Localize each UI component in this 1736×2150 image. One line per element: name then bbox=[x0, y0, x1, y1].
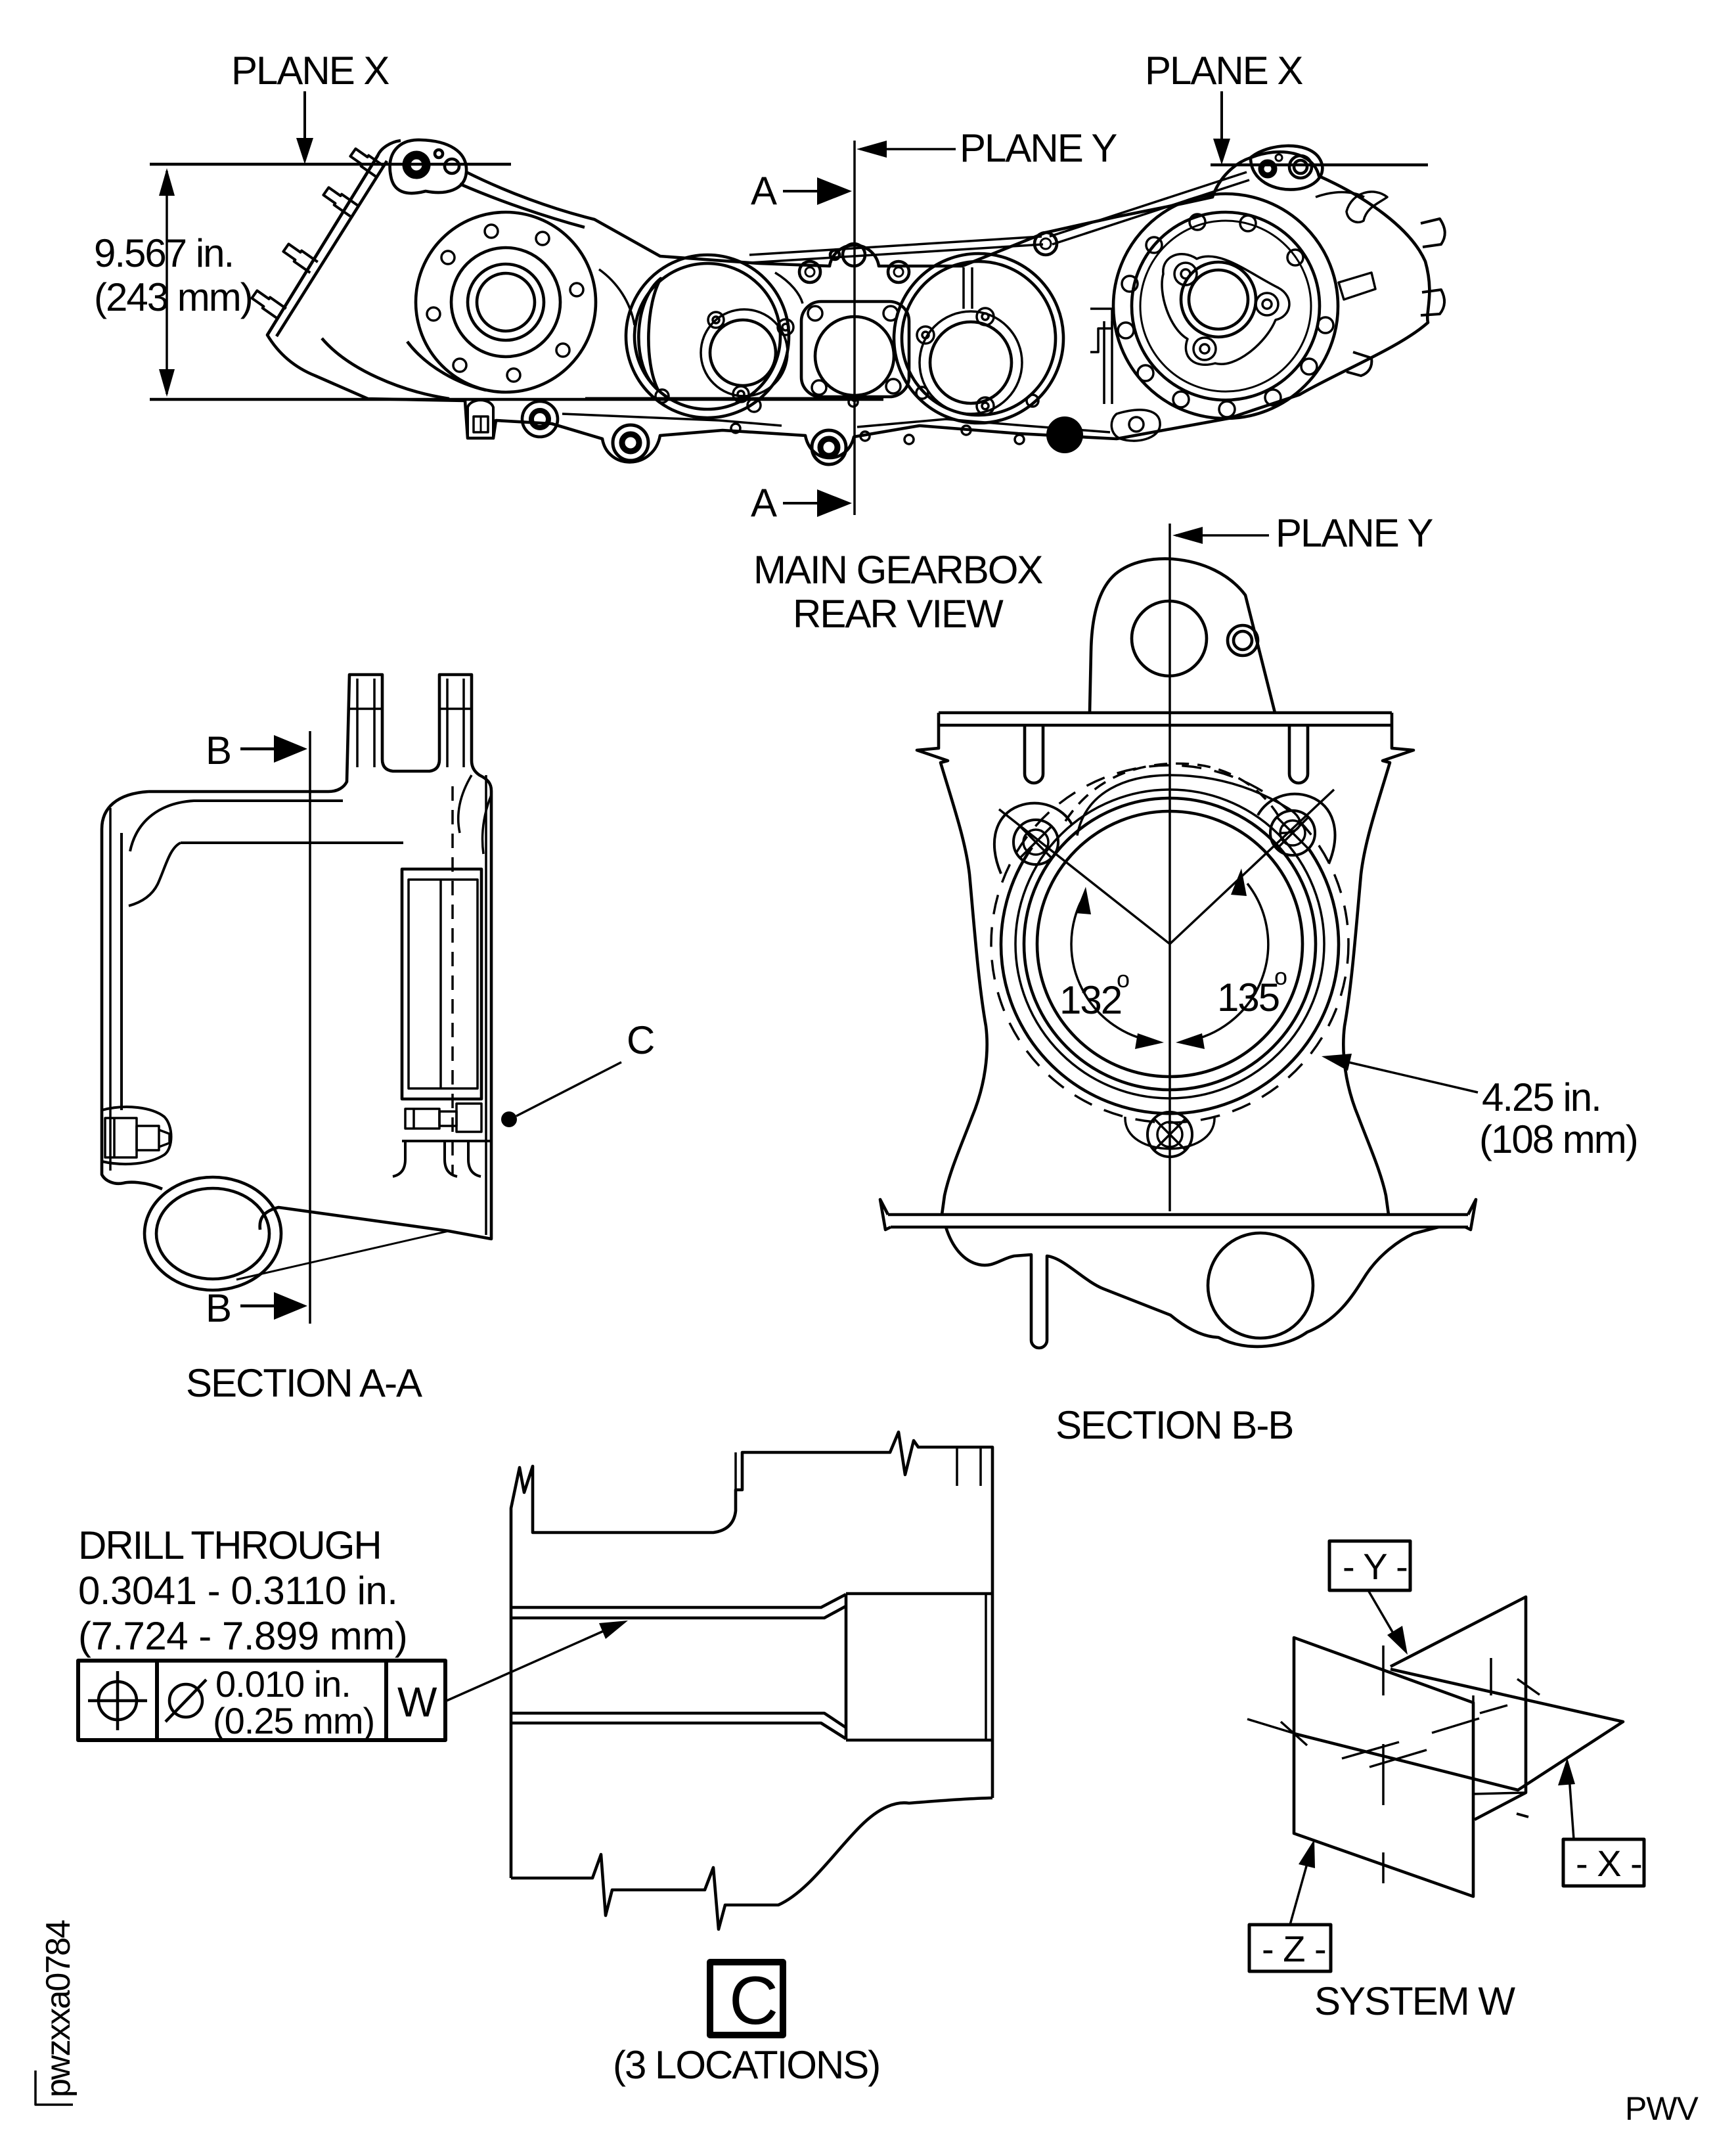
svg-text:DRILL THROUGH: DRILL THROUGH bbox=[78, 1523, 381, 1567]
svg-text:4.25 in.: 4.25 in. bbox=[1482, 1075, 1601, 1119]
svg-text:(243 mm): (243 mm) bbox=[94, 275, 252, 319]
svg-text:W: W bbox=[397, 1678, 437, 1726]
svg-text:A: A bbox=[751, 169, 777, 213]
svg-text:0.010 in.: 0.010 in. bbox=[215, 1663, 351, 1705]
svg-text:135: 135 bbox=[1217, 975, 1279, 1019]
svg-text:- Y -: - Y - bbox=[1343, 1546, 1408, 1587]
svg-text:(3 LOCATIONS): (3 LOCATIONS) bbox=[613, 2043, 879, 2087]
svg-text:REAR VIEW: REAR VIEW bbox=[793, 592, 1004, 636]
svg-text:C: C bbox=[729, 1963, 778, 2039]
svg-text:SECTION B-B: SECTION B-B bbox=[1056, 1403, 1293, 1447]
svg-text:- X -: - X - bbox=[1576, 1843, 1642, 1884]
svg-text:B: B bbox=[206, 728, 231, 773]
svg-text:(0.25 mm): (0.25 mm) bbox=[213, 1700, 374, 1741]
svg-text:(108 mm): (108 mm) bbox=[1479, 1117, 1637, 1161]
svg-text:A: A bbox=[751, 481, 777, 525]
svg-text:SYSTEM W: SYSTEM W bbox=[1314, 1979, 1515, 2023]
svg-text:C: C bbox=[627, 1018, 654, 1062]
svg-text:PLANE X: PLANE X bbox=[231, 49, 389, 93]
svg-text:o: o bbox=[1117, 966, 1130, 993]
svg-text:PWV: PWV bbox=[1625, 2090, 1699, 2127]
svg-text:(7.724 - 7.899 mm): (7.724 - 7.899 mm) bbox=[78, 1614, 407, 1658]
svg-text:PLANE Y: PLANE Y bbox=[960, 126, 1117, 170]
svg-text:MAIN GEARBOX: MAIN GEARBOX bbox=[753, 548, 1042, 592]
svg-text:SECTION A-A: SECTION A-A bbox=[186, 1361, 422, 1405]
svg-text:- Z -: - Z - bbox=[1262, 1928, 1326, 1969]
svg-text:pwzxxa0784: pwzxxa0784 bbox=[39, 1920, 78, 2097]
svg-text:PLANE Y: PLANE Y bbox=[1276, 511, 1433, 555]
svg-text:132: 132 bbox=[1059, 978, 1121, 1022]
svg-text:B: B bbox=[206, 1286, 231, 1330]
svg-text:9.567 in.: 9.567 in. bbox=[94, 231, 233, 275]
svg-text:o: o bbox=[1274, 963, 1287, 990]
svg-text:0.3041 - 0.3110 in.: 0.3041 - 0.3110 in. bbox=[78, 1569, 397, 1613]
svg-text:PLANE X: PLANE X bbox=[1145, 49, 1302, 93]
